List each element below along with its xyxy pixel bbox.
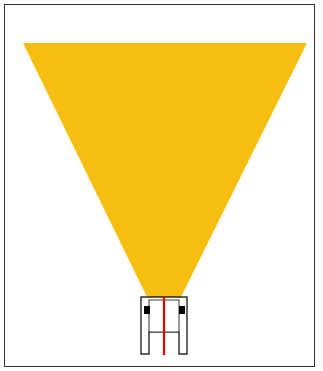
left-sensor-icon: [144, 306, 150, 314]
right-sensor-icon: [179, 306, 185, 314]
emitter-housing-icon: [141, 297, 187, 355]
light-beam-cone-icon: [23, 43, 307, 297]
